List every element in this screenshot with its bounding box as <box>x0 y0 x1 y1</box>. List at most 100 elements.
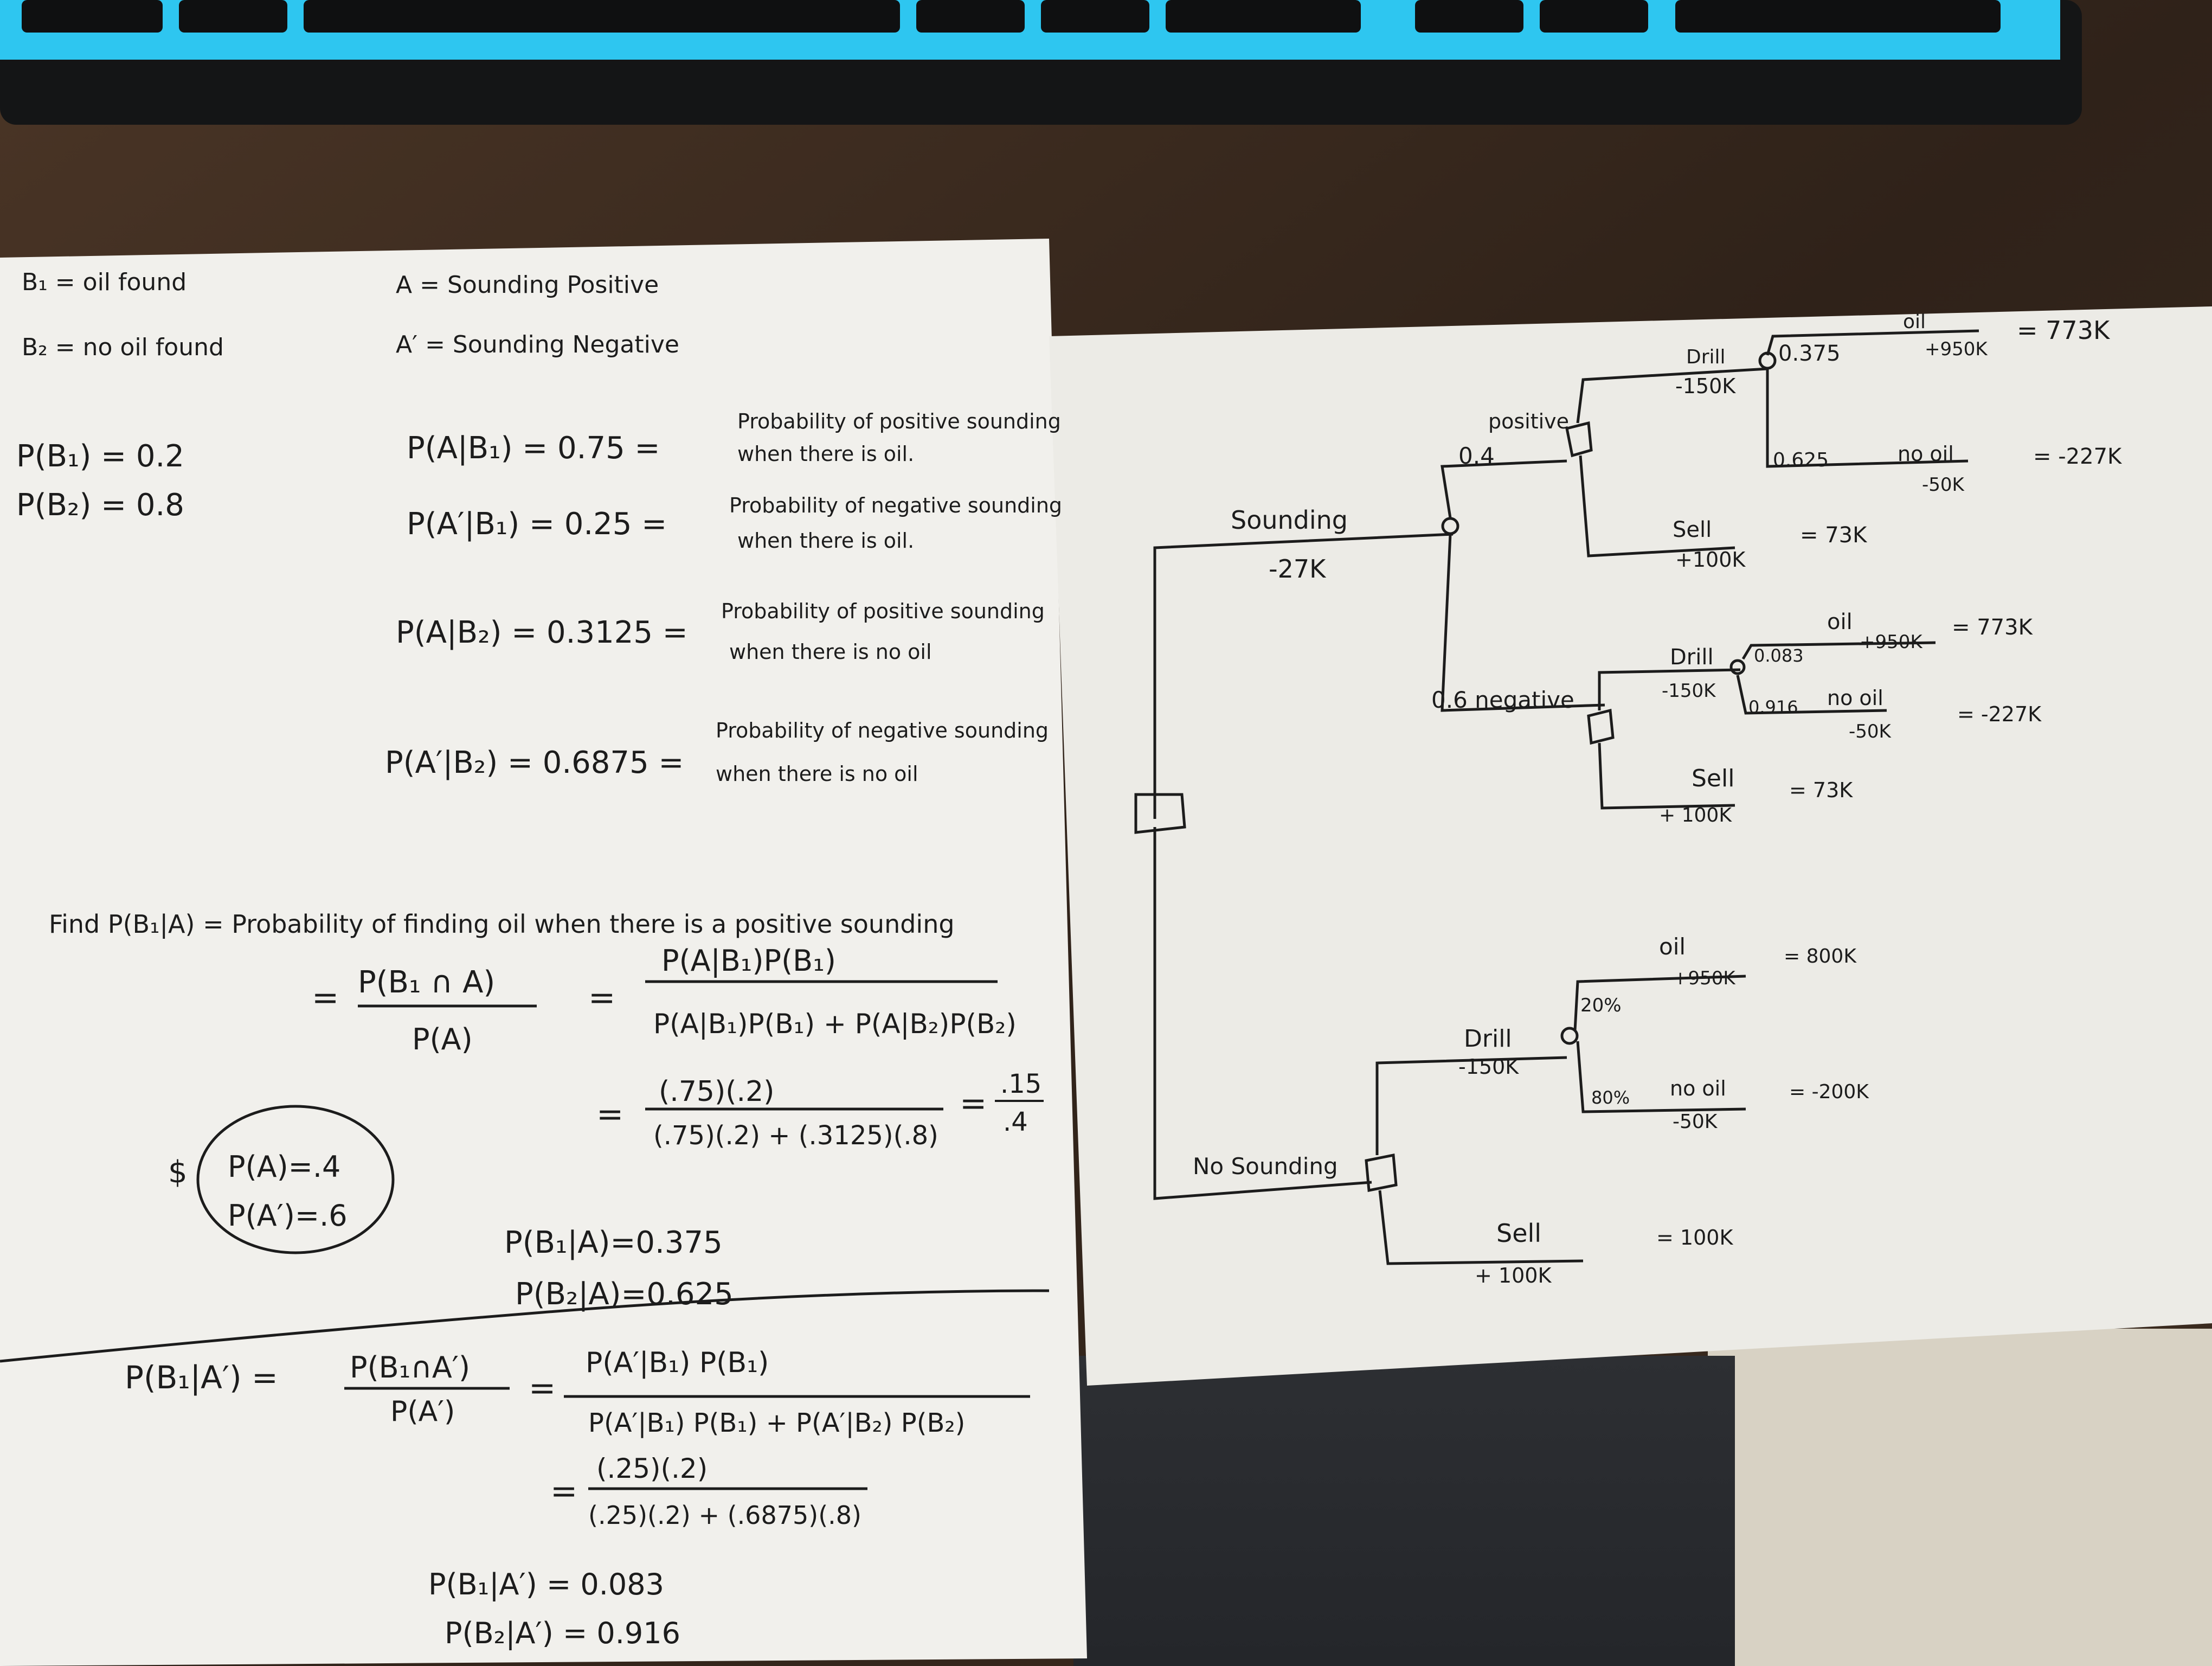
likelihood-3-eq: P(A|B₂) = 0.3125 = <box>396 615 688 650</box>
step2-num: (.75)(.2) <box>659 1075 774 1108</box>
neg-nooil-prob: 0.916 <box>1748 697 1798 717</box>
decision-tree <box>1134 329 1979 1265</box>
positive-label: positive <box>1488 409 1569 433</box>
svg-text:=: = <box>529 1369 556 1407</box>
step2-den: (.75)(.2) + (.3125)(.8) <box>653 1120 938 1151</box>
def-b1: B₁ = oil found <box>22 268 187 296</box>
likelihood-2-desc2: when there is oil. <box>737 529 914 553</box>
pos-oil-value: +950K <box>1925 338 1988 360</box>
step1-lhs-den: P(A) <box>412 1022 473 1056</box>
likelihood-4-eq: P(A′|B₂) = 0.6875 = <box>385 745 684 780</box>
step2-result-num: .15 <box>1000 1069 1041 1099</box>
pos-sell-value: +100K <box>1675 548 1746 572</box>
ns-oil-value: +950K <box>1673 967 1736 989</box>
carpet <box>1708 1329 2212 1666</box>
neg-oil-value: +950K <box>1860 631 1923 653</box>
likelihood-4-desc2: when there is no oil <box>716 762 918 786</box>
pos-nooil-value: -50K <box>1922 474 1965 496</box>
left-page-notes: B₁ = oil found B₂ = no oil found A = Sou… <box>0 268 1062 1650</box>
neg-sell-label: Sell <box>1692 765 1734 792</box>
pos-sell-label: Sell <box>1673 517 1712 542</box>
likelihood-1-desc1: Probability of positive sounding <box>737 409 1061 433</box>
step1-rhs-num: P(A|B₁)P(B₁) <box>661 944 836 978</box>
likelihood-3-desc2: when there is no oil <box>729 640 932 664</box>
pos-nooil-label: no oil <box>1898 442 1954 466</box>
neg-drill-label: Drill <box>1670 645 1714 670</box>
second-result-1: P(B₁|A′) = 0.083 <box>428 1567 664 1601</box>
no-sounding-label: No Sounding <box>1193 1153 1338 1180</box>
neg-nooil-label: no oil <box>1827 686 1883 710</box>
ns-nooil-prob: 80% <box>1591 1087 1630 1108</box>
svg-text:=: = <box>588 979 615 1017</box>
likelihood-1-desc2: when there is oil. <box>737 442 914 466</box>
decision-tree-labels: Sounding -27K No Sounding positive 0.4 0… <box>1193 311 2123 1287</box>
step1-lhs-num: P(B₁ ∩ A) <box>358 965 495 1000</box>
negative-label: 0.6 negative <box>1431 687 1574 713</box>
pos-sell-result: = 73K <box>1800 523 1868 548</box>
neg-nooil-result: = -227K <box>1957 702 2042 726</box>
pos-nooil-prob: 0.625 <box>1773 449 1829 471</box>
ns-oil-result: = 800K <box>1784 945 1857 967</box>
ns-nooil-result: = -200K <box>1789 1081 1869 1103</box>
step1-rhs-den: P(A|B₁)P(B₁) + P(A|B₂)P(B₂) <box>653 1008 1017 1040</box>
def-a: A = Sounding Positive <box>396 271 659 299</box>
keyboard <box>0 0 2082 125</box>
second-result-2: P(B₂|A′) = 0.916 <box>445 1616 680 1650</box>
neg-oil-prob: 0.083 <box>1754 645 1804 666</box>
result-b1-given-a: P(B₁|A)=0.375 <box>504 1225 723 1260</box>
ns-nooil-value: -50K <box>1673 1111 1718 1133</box>
ns-oil-label: oil <box>1659 933 1686 960</box>
sounding-value: -27K <box>1269 554 1327 584</box>
neg-nooil-value: -50K <box>1849 721 1892 742</box>
jeans <box>1073 1356 1735 1666</box>
def-b2: B₂ = no oil found <box>22 334 224 361</box>
find-label: Find P(B₁|A) = Probability of finding oi… <box>49 909 955 939</box>
likelihood-1-eq: P(A|B₁) = 0.75 = <box>407 431 660 466</box>
second-step-num: (.25)(.2) <box>596 1453 708 1484</box>
right-paper-sheet <box>1049 306 2212 1386</box>
pos-drill-cost: -150K <box>1675 374 1736 398</box>
neg-oil-label: oil <box>1827 610 1853 635</box>
neg-oil-result: = 773K <box>1952 615 2034 640</box>
def-a-prime: A′ = Sounding Negative <box>396 331 679 358</box>
step2-result-den: .4 <box>1003 1107 1028 1137</box>
ns-nooil-label: no oil <box>1670 1077 1726 1100</box>
second-lhs: P(B₁|A′) = <box>125 1359 278 1396</box>
likelihood-4-desc1: Probability of negative sounding <box>716 719 1049 742</box>
prior-b2: P(B₂) = 0.8 <box>16 488 184 523</box>
likelihood-2-desc1: Probability of negative sounding <box>729 494 1062 517</box>
pos-drill-label: Drill <box>1686 346 1726 368</box>
pos-nooil-result: = -227K <box>2033 444 2123 469</box>
ns-drill-cost: -150K <box>1458 1055 1519 1079</box>
ns-sell-result: = 100K <box>1656 1226 1733 1250</box>
second-den: P(A′) <box>390 1395 455 1428</box>
ns-drill-label: Drill <box>1464 1025 1512 1053</box>
ns-sell-value: + 100K <box>1475 1264 1552 1287</box>
likelihood-3-desc1: Probability of positive sounding <box>721 599 1045 623</box>
likelihood-2-eq: P(A′|B₁) = 0.25 = <box>407 507 667 542</box>
neg-drill-cost: -150K <box>1662 680 1716 702</box>
neg-sell-value: + 100K <box>1659 804 1732 826</box>
svg-text:$: $ <box>168 1155 188 1190</box>
pos-oil-prob: 0.375 <box>1778 341 1841 366</box>
sounding-label: Sounding <box>1231 505 1348 535</box>
pos-oil-result: = 773K <box>2017 316 2111 345</box>
prior-b1: P(B₁) = 0.2 <box>16 439 184 474</box>
boxed-p-a: P(A)=.4 <box>228 1150 340 1184</box>
svg-text:=: = <box>596 1095 623 1133</box>
second-num: P(B₁∩A′) <box>350 1350 470 1385</box>
pos-oil-label: oil <box>1903 311 1926 333</box>
second-rhs-num: P(A′|B₁) P(B₁) <box>586 1347 769 1379</box>
ns-sell-label: Sell <box>1496 1219 1541 1248</box>
ns-oil-prob: 20% <box>1580 995 1622 1016</box>
svg-text:=: = <box>550 1472 577 1510</box>
boxed-p-a-prime: P(A′)=.6 <box>228 1199 348 1233</box>
second-rhs-den: P(A′|B₁) P(B₁) + P(A′|B₂) P(B₂) <box>588 1408 965 1438</box>
neg-sell-result: = 73K <box>1789 778 1853 802</box>
positive-prob: 0.4 <box>1458 443 1495 469</box>
second-step-den: (.25)(.2) + (.6875)(.8) <box>588 1501 861 1530</box>
svg-text:=: = <box>960 1085 987 1123</box>
svg-text:=: = <box>312 979 339 1017</box>
left-paper-sheet <box>0 239 1087 1666</box>
